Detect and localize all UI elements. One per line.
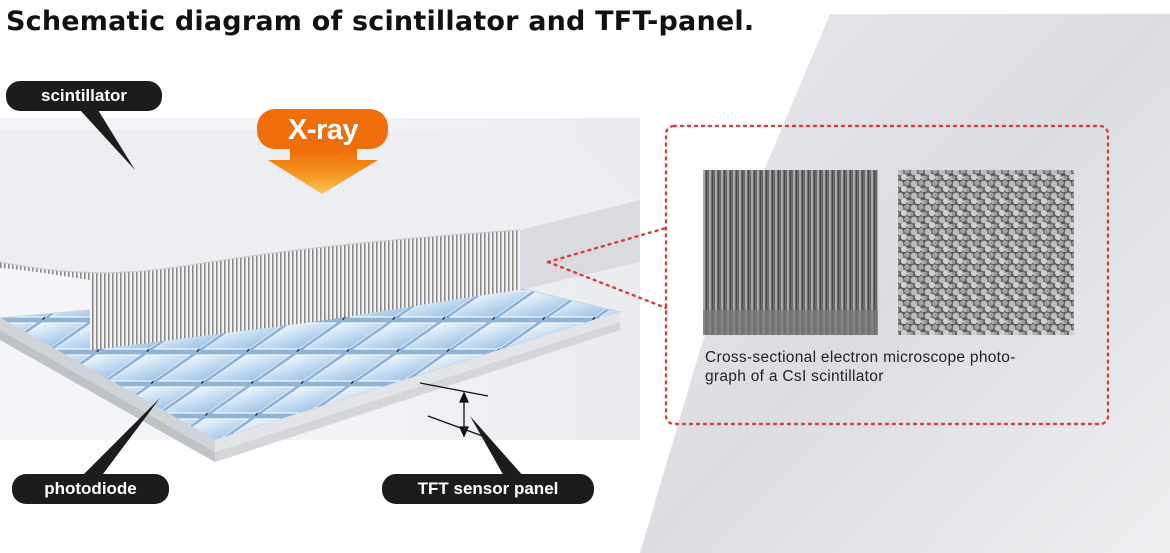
- tft-sensor-panel-label: TFT sensor panel: [382, 474, 594, 504]
- photodiode-leader: [80, 398, 160, 478]
- thickness-marker: [419, 382, 489, 439]
- scintillator-leader: [80, 110, 135, 170]
- micrograph-surface-image: [898, 170, 1074, 335]
- caption-line-2: graph of a CsI scintillator: [705, 368, 884, 385]
- photodiode-label-text: photodiode: [44, 479, 137, 498]
- caption-line-1: Cross-sectional electron microscope phot…: [705, 349, 1016, 366]
- xray-label: X-ray: [287, 114, 359, 146]
- page-title: Schematic diagram of scintillator and TF…: [6, 6, 755, 37]
- scintillator-graphic: [0, 130, 640, 350]
- micrograph-caption: Cross-sectional electron microscope phot…: [705, 348, 1085, 386]
- photodiode-label: photodiode: [12, 474, 169, 504]
- scintillator-label-text: scintillator: [41, 86, 127, 105]
- micrograph-cross-section-image: [703, 170, 878, 335]
- xray-arrow-icon: [257, 109, 388, 194]
- micrograph-callout: [546, 124, 1110, 426]
- scintillator-label: scintillator: [6, 81, 162, 111]
- tft-sensor-panel-label-text: TFT sensor panel: [417, 479, 559, 498]
- tft-leader: [470, 416, 525, 478]
